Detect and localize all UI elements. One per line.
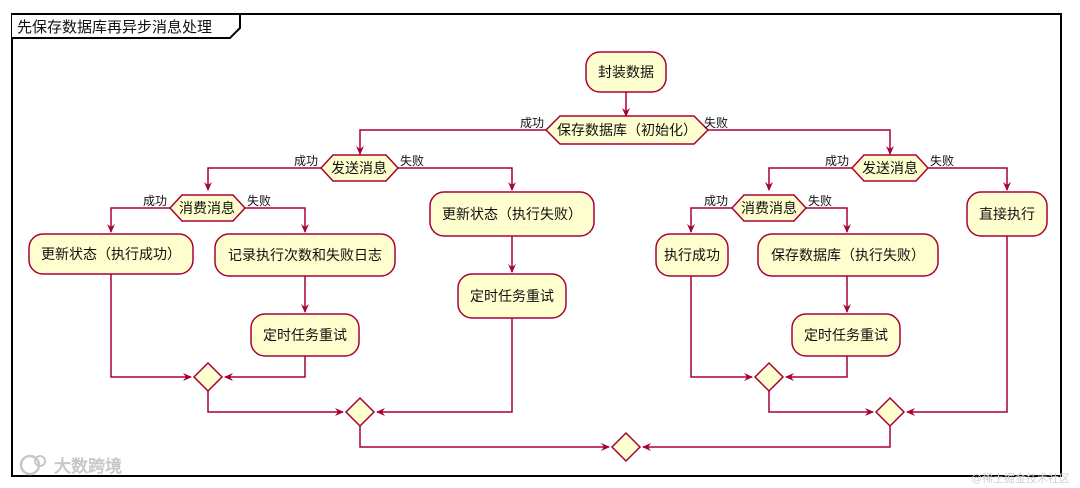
edge-merge2-final xyxy=(359,426,610,451)
node-update-success xyxy=(28,233,194,275)
edge-sendl-success xyxy=(204,167,321,191)
node-timer-mid xyxy=(457,273,567,319)
edge-direct-merge xyxy=(906,236,1008,416)
label-consl-success: 成功 xyxy=(143,194,167,208)
decision-consume-right-label: 消费消息 xyxy=(741,200,797,217)
decision-send-right-label: 发送消息 xyxy=(862,160,918,177)
node-direct-exec xyxy=(966,191,1048,237)
node-timer-left-label: 定时任务重试 xyxy=(263,328,347,344)
node-timer-right xyxy=(791,313,901,357)
node-update-success-label: 更新状态（执行成功） xyxy=(41,247,181,263)
decision-save-init-label: 保存数据库（初始化） xyxy=(557,122,697,139)
node-timer-right-label: 定时任务重试 xyxy=(804,328,888,344)
connectors xyxy=(107,92,1011,451)
edge-merge4-final xyxy=(642,426,891,451)
edge-consl-success xyxy=(107,207,170,233)
edge-consl-fail xyxy=(245,207,309,233)
edge-execs-merge xyxy=(690,276,753,381)
watermark-logo-dot-icon xyxy=(34,455,46,467)
decision-send-left xyxy=(319,154,400,182)
label-sendr-success: 成功 xyxy=(825,154,849,168)
merge-diamond-final xyxy=(610,431,642,463)
merge-diamond-2 xyxy=(344,396,376,428)
decision-consume-right xyxy=(730,194,808,222)
watermark-right-text: @稀土掘金技术社区 xyxy=(971,471,1070,485)
node-timer-mid-label: 定时任务重试 xyxy=(470,289,554,305)
label-sendl-success: 成功 xyxy=(294,154,318,168)
label-consr-fail: 失败 xyxy=(808,193,832,208)
merge-diamond-4 xyxy=(874,396,906,428)
decision-send-right xyxy=(850,154,930,182)
node-exec-success-label: 执行成功 xyxy=(664,248,720,264)
label-consr-success: 成功 xyxy=(704,194,728,208)
edge-upds-merge xyxy=(110,274,192,381)
merge-diamond-3 xyxy=(753,361,785,393)
edge-merge3-merge4 xyxy=(768,391,874,416)
node-exec-success xyxy=(655,233,729,277)
edge-consr-success xyxy=(687,207,732,233)
node-timer-left xyxy=(250,313,360,357)
edge-timerl-merge xyxy=(224,356,306,381)
node-save-fail xyxy=(757,233,939,277)
node-update-fail-label: 更新状态（执行失败） xyxy=(442,207,582,223)
edge-merge1-merge2 xyxy=(207,391,344,416)
edge-save-fail xyxy=(708,129,894,155)
edge-timerr-merge xyxy=(785,356,848,381)
merge-diamond-1 xyxy=(192,361,224,393)
decision-send-left-label: 发送消息 xyxy=(331,160,387,177)
diagram-title: 先保存数据库再异步消息处理 xyxy=(17,18,212,36)
node-log-fail-label: 记录执行次数和失败日志 xyxy=(228,248,382,264)
node-save-fail-label: 保存数据库（执行失败） xyxy=(771,248,925,264)
edge-sendl-fail xyxy=(398,167,516,191)
edge-consr-fail xyxy=(806,207,851,233)
label-sendr-fail: 失败 xyxy=(930,153,954,168)
watermark-left-text: 大数跨境 xyxy=(54,456,122,477)
node-start-label: 封装数据 xyxy=(598,65,654,81)
title-tab xyxy=(12,13,241,39)
watermark-left: 大数跨境 xyxy=(19,454,122,477)
node-start xyxy=(585,51,667,93)
decision-consume-left-label: 消费消息 xyxy=(179,200,235,217)
label-sendl-fail: 失败 xyxy=(400,153,424,168)
label-save-fail: 失败 xyxy=(704,115,728,130)
label-save-success: 成功 xyxy=(520,116,544,130)
node-update-fail xyxy=(429,191,595,237)
label-consl-fail: 失败 xyxy=(247,193,271,208)
decision-save-init xyxy=(544,115,710,145)
edge-sendr-success xyxy=(765,167,852,191)
decision-consume-left xyxy=(168,194,247,222)
edge-timerm-merge xyxy=(376,318,513,416)
edge-sendr-fail xyxy=(928,167,1011,191)
edge-save-success xyxy=(356,129,546,155)
node-log-fail xyxy=(214,233,396,277)
node-direct-exec-label: 直接执行 xyxy=(979,206,1035,223)
